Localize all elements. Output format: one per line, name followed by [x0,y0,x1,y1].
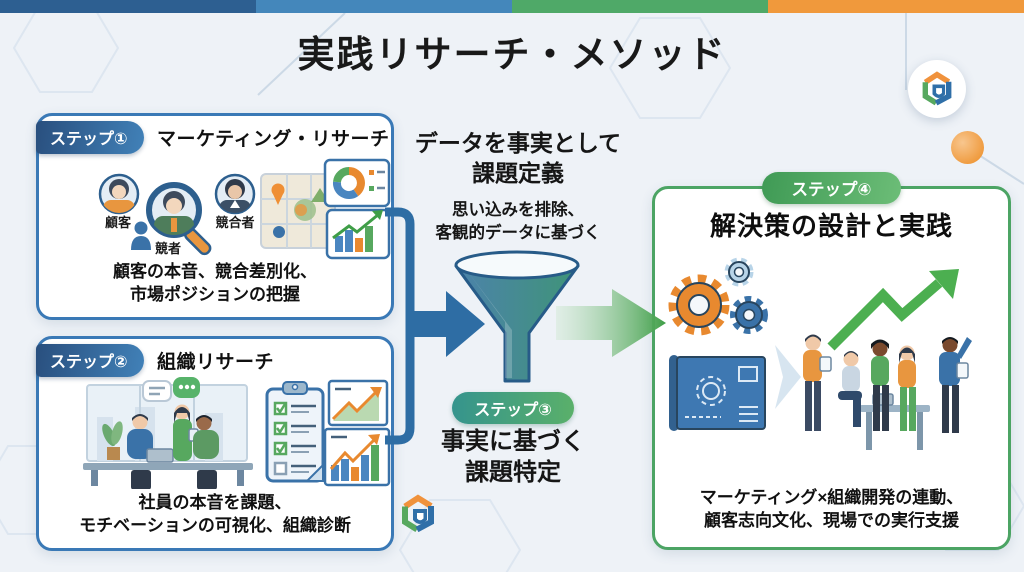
brand-logo-icon [922,71,952,106]
top-color-bar [0,0,1024,13]
competitor-avatar-icon [214,173,256,215]
blueprint-icon [669,355,766,431]
funnel-subtext: 思い込みを排除、 客観的データに基づく [396,199,640,245]
step2-description: 社員の本音を課題、 モチベーションの可視化、組織診断 [39,492,391,538]
step1-title: マーケティング・リサーチ [157,129,390,150]
bar-growth-chart-icon [323,427,391,487]
rival-label: 競者 [154,241,181,256]
step2-badge: ステップ② [36,344,144,377]
step2-panel: ステップ② 組織リサーチ [36,336,394,551]
organization-research-illustration [83,377,391,489]
marketing-research-illustration [98,158,391,260]
funnel-heading: データを事実として 課題定義 [396,129,640,189]
bar-segment-blue [256,0,512,13]
funnel-heading-line2: 課題定義 [472,159,564,186]
step4-panel: ステップ④ 解決策の設計と実践 [652,172,1011,550]
step2-title: 組織リサーチ [157,352,275,373]
orange-dot-decoration [951,131,984,164]
customer-label: 顧客 [104,215,131,230]
gears-icon [668,257,768,336]
meeting-scene-icon [83,377,253,489]
step1-description: 顧客の本音、競合差別化、 市場ポジションの把握 [39,261,391,307]
bar-segment-orange [768,0,1024,13]
step4-badge: ステップ④ [761,172,902,204]
bar-segment-green [512,0,768,13]
funnel-heading-line1: データを事実として [414,130,622,156]
brand-logo-badge [908,60,966,118]
growth-chart-icon [327,379,389,427]
step1-desc-line1: 顧客の本音、競合差別化、 [113,262,317,282]
step3-result-line2: 課題特定 [465,459,561,487]
checklist-icon [265,381,325,483]
map-icon [260,173,336,249]
funnel-subtext-line1: 思い込みを排除、 [452,201,584,219]
step1-badge: ステップ① [36,121,144,154]
step2-desc-line2: モチベーションの可視化、組織診断 [79,516,351,536]
chevron-arrow-icon [775,345,801,409]
step1-desc-line2: 市場ポジションの把握 [130,285,300,305]
team-collaboration-icon [803,334,972,450]
page-title: 実践リサーチ・メソッド [297,34,727,75]
funnel-subtext-line2: 客観的データに基づく [435,224,601,243]
bar-segment-dark-blue [0,0,256,13]
solution-implementation-illustration [668,257,972,450]
step4-description: マーケティング×組織開発の連動、 顧客志向文化、現場での実行支援 [655,487,1008,533]
bar-chart-icon [325,208,391,260]
step1-panel: ステップ① マーケティング・リサーチ [36,113,394,320]
step3-result: 事実に基づく 課題特定 [420,426,606,488]
pie-chart-icon [323,158,391,208]
step4-title: 解決策の設計と実践 [709,211,953,241]
magnifier-avatar-icon [146,182,212,256]
step2-desc-line1: 社員の本音を課題、 [138,493,292,513]
competitor-label: 競合者 [215,215,255,230]
growth-arrow-icon [827,269,959,351]
customer-avatar-icon [98,173,140,215]
brand-logo-icon-small [402,494,434,533]
step4-desc-line2: 顧客志向文化、現場での実行支援 [704,511,959,531]
step4-desc-line1: マーケティング×組織開発の連動、 [699,488,964,508]
step3-result-line1: 事実に基づく [441,428,585,455]
person-silhouette-icon [131,221,151,250]
step3-badge: ステップ③ [452,392,574,424]
